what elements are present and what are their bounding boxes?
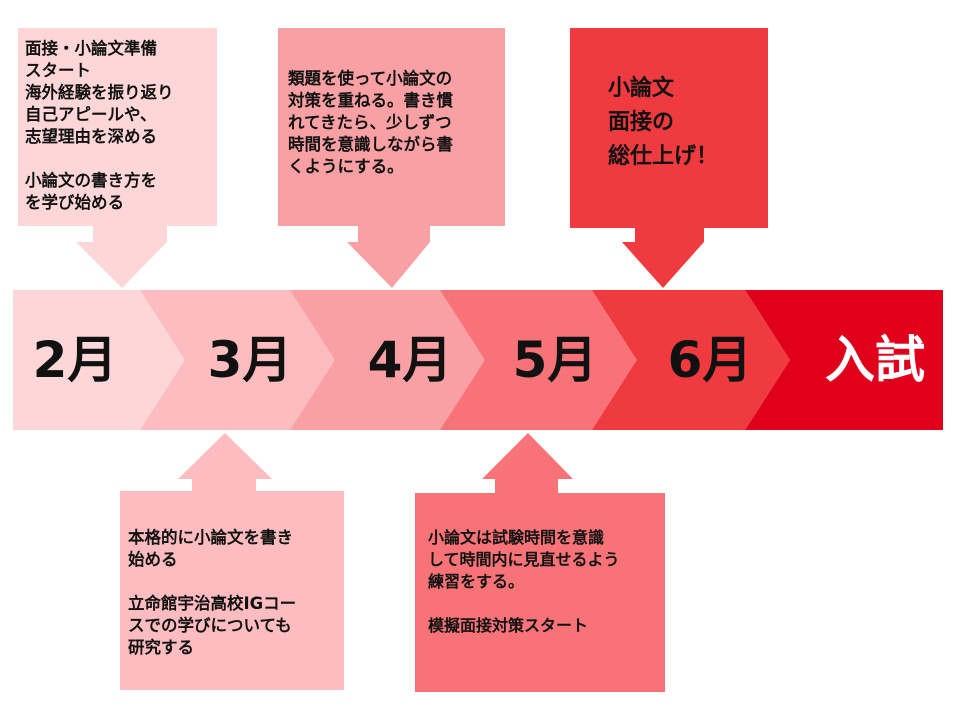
callout-arrow-apr: [278, 28, 505, 288]
timeline-step-apr-shape: [290, 290, 490, 430]
callout-arrow-feb: [18, 28, 217, 288]
timeline-label-mar: 3月: [207, 331, 293, 389]
timeline-label-feb: 2月: [32, 331, 118, 389]
callout-text-may: 小論文は試験時間を意識 して時間内に見直せるよう 練習をする。 模擬面接対策スタ…: [428, 528, 620, 635]
callout-text-jun: 小論文 面接の 総仕上げ！: [608, 76, 719, 169]
timeline-step-feb-shape: [13, 290, 190, 430]
callout-arrow-mar: [120, 433, 344, 690]
callout-text-feb: 面接・小論文準備 スタート 海外経験を振り返り 自己アピールや、 志望理由を深め…: [25, 39, 174, 212]
callout-arrow-jun: [570, 28, 768, 288]
timeline-label-exam: 入試: [825, 331, 925, 389]
callout-arrow-may: [415, 433, 665, 692]
callout-text-mar: 本格的に小論文を書き 始める 立命館宇治高校IGコー スでの学びについても 研究…: [128, 528, 297, 657]
timeline-step-mar-shape: [140, 290, 340, 430]
timeline-label-may: 5月: [512, 331, 598, 389]
timeline-label-jun: 6月: [667, 331, 753, 389]
timeline-label-apr: 4月: [367, 331, 453, 389]
timeline-step-jun-shape: [592, 290, 790, 430]
timeline-step-exam-shape: [745, 290, 943, 430]
timeline-step-may-shape: [440, 290, 642, 430]
callout-text-apr: 類題を使って小論文の 対策を重ねる。書き慣 れてきたら、少しずつ 時間を意識しな…: [288, 69, 453, 176]
